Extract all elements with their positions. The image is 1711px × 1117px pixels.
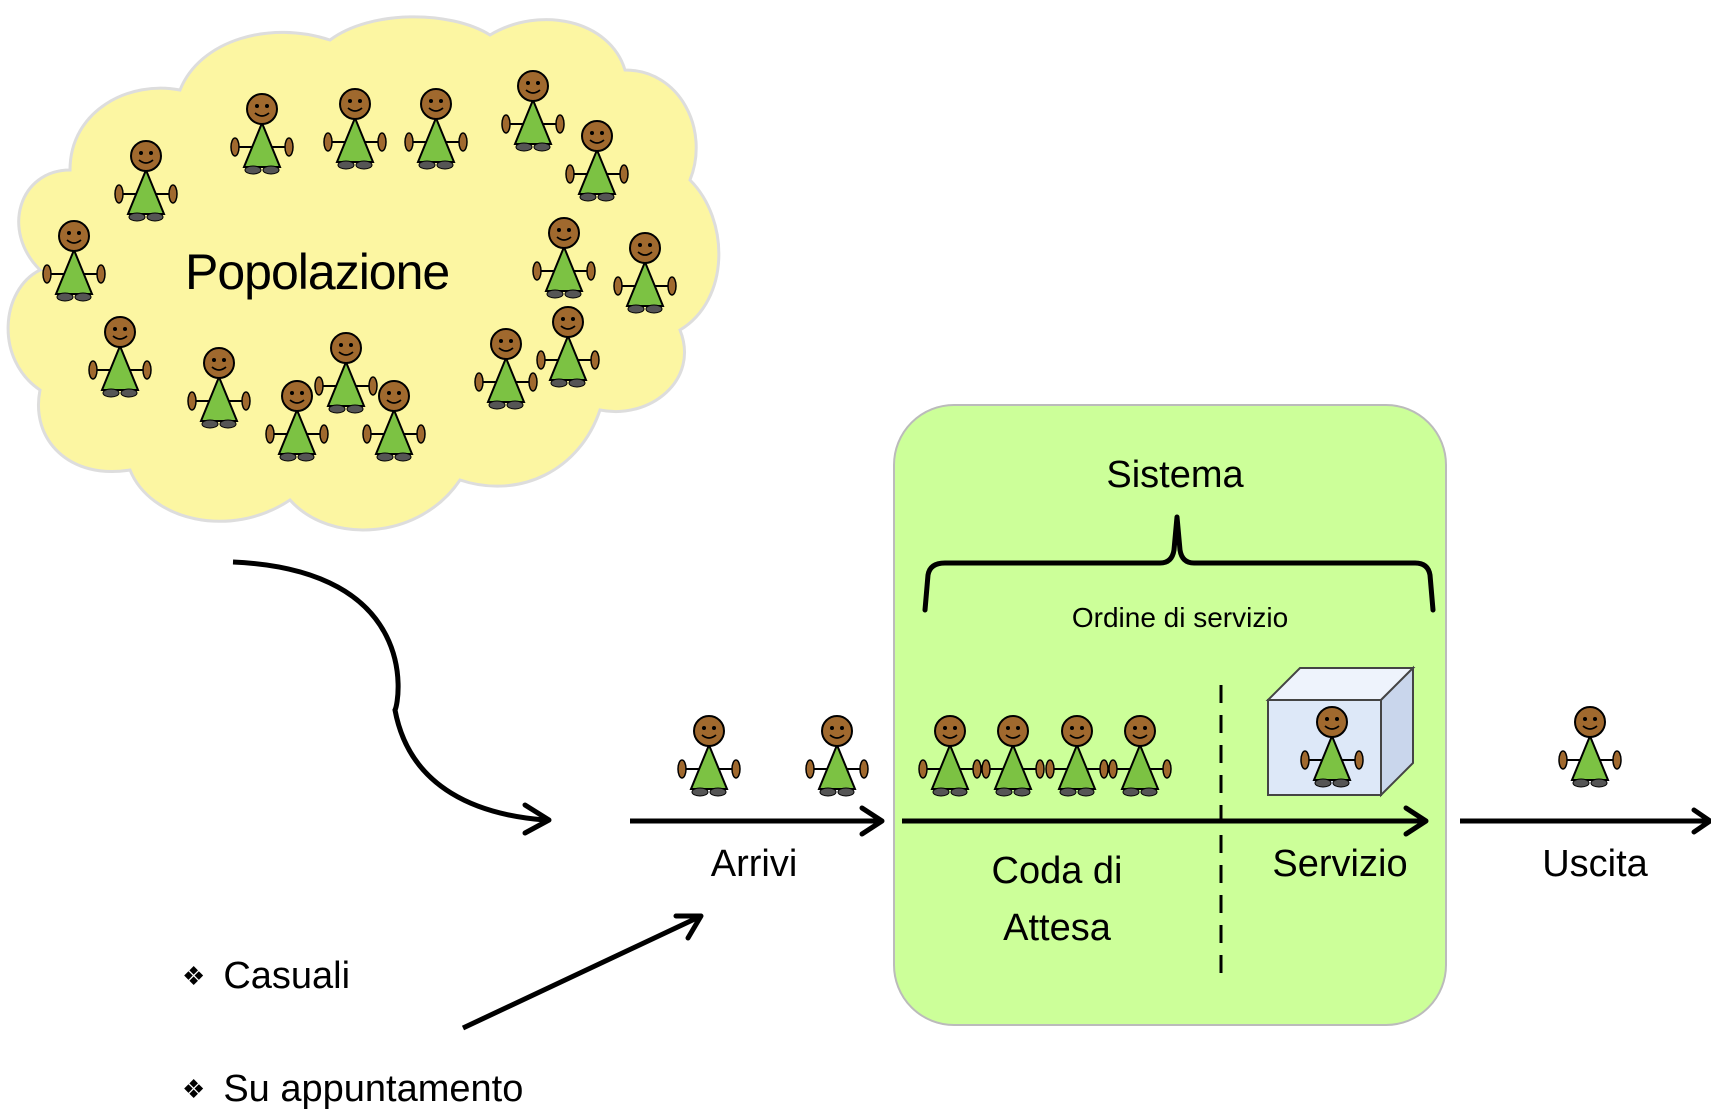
system-brace	[922, 514, 1436, 613]
population-arrow	[232, 559, 546, 823]
diamond-bullet-icon: ❖	[182, 961, 206, 992]
diamond-bullet-icon: ❖	[182, 1074, 206, 1105]
arrival-type-appointment: ❖ Su appuntamento	[182, 1068, 523, 1111]
service-label: Servizio	[1272, 843, 1408, 885]
server-cube-icon	[1265, 665, 1416, 798]
arrival-types-arrow	[461, 914, 701, 1031]
queue-label-line2: Attesa	[1003, 907, 1111, 949]
exiting-person	[1558, 706, 1622, 788]
queue-label: Coda di Attesa	[992, 843, 1123, 957]
exit-label: Uscita	[1542, 843, 1648, 885]
system-title: Sistema	[1106, 454, 1244, 496]
arrival-type-random: ❖ Casuali	[182, 955, 350, 998]
arrival-type-label: Casuali	[223, 955, 351, 997]
queue-label-line1: Coda di	[991, 850, 1123, 892]
arrivals-label: Arrivi	[710, 843, 798, 885]
arrival-type-label: Su appuntamento	[223, 1068, 524, 1110]
service-order-label: Ordine di servizio	[1071, 602, 1289, 633]
system-box	[893, 404, 1447, 1026]
population-label: Popolazione	[185, 244, 450, 300]
arriving-people	[677, 715, 869, 797]
